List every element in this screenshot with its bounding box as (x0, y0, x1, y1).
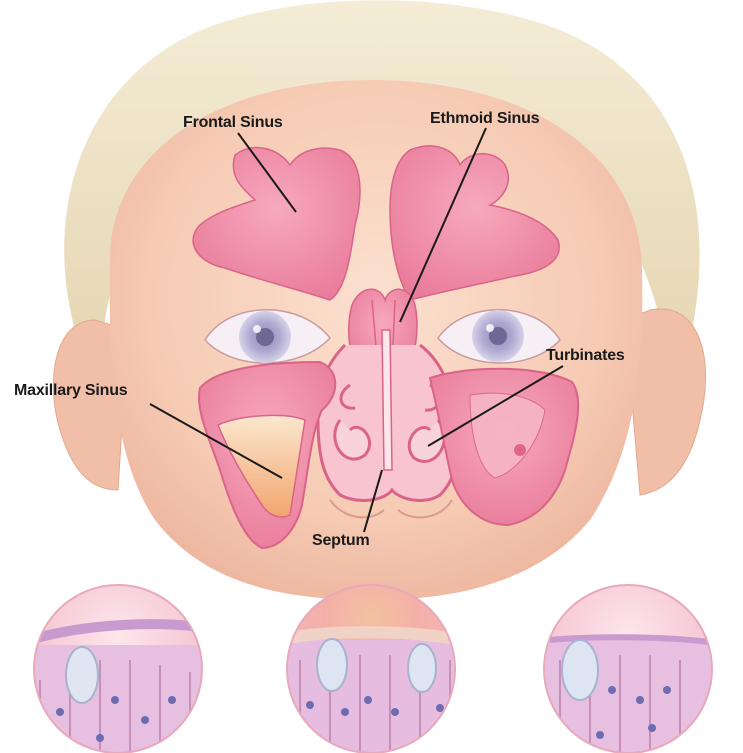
septum-shape (382, 330, 392, 470)
label-turbinates: Turbinates (546, 347, 625, 365)
cell-detail-circle-1 (30, 585, 210, 753)
cell-detail-circle-2 (285, 585, 465, 753)
label-maxillary-sinus: Maxillary Sinus (14, 382, 128, 400)
label-frontal-sinus: Frontal Sinus (183, 114, 283, 132)
label-ethmoid-sinus: Ethmoid Sinus (430, 110, 539, 128)
label-septum: Septum (312, 532, 369, 550)
cell-detail-circle-3 (544, 585, 715, 753)
